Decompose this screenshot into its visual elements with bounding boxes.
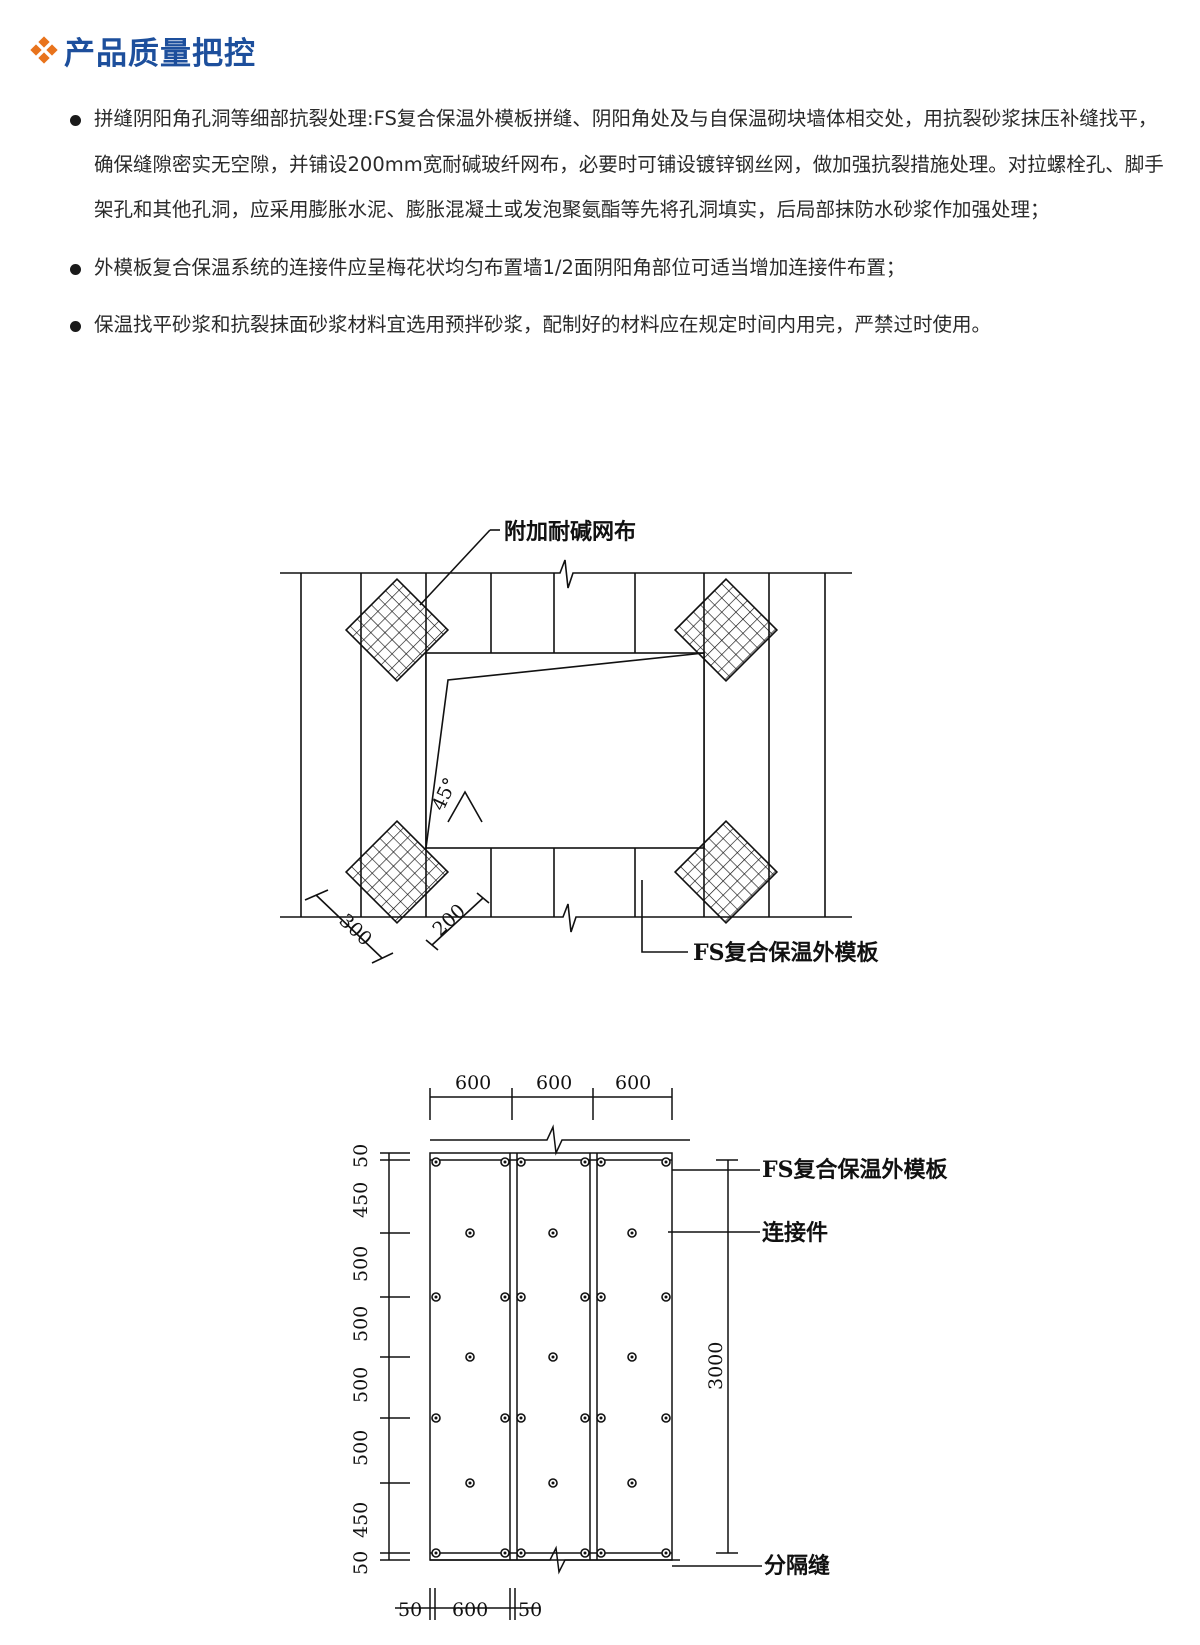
bullet-dot <box>70 115 81 126</box>
joint-label: 分隔缝 <box>764 1553 830 1579</box>
left-dim-5: 500 <box>350 1367 372 1403</box>
connector-dot-center <box>503 1551 507 1555</box>
bottom-dim-1: 50 <box>398 1599 422 1621</box>
top-dim-1: 600 <box>455 1072 491 1094</box>
connector-dot-center <box>519 1551 523 1555</box>
mesh-patch-top-right <box>673 577 779 683</box>
connector-dot-center <box>583 1416 587 1420</box>
left-dim-7: 450 <box>350 1502 372 1538</box>
bullet-list: 拼缝阴阳角孔洞等细部抗裂处理:FS复合保温外模板拼缝、阴阳角处及与自保温砌块墙体… <box>66 96 1166 360</box>
board-label: FS复合保温外模板 <box>693 940 880 966</box>
left-dim-4: 500 <box>350 1306 372 1342</box>
connector-dot-center <box>434 1295 438 1299</box>
connector-dot-center <box>468 1481 472 1485</box>
connector-dot-center <box>599 1551 603 1555</box>
bullet-text: 保温找平砂浆和抗裂抹面砂浆材料宜选用预拌砂浆，配制好的材料应在规定时间内用完，严… <box>94 313 992 336</box>
mesh-patch-top-left <box>344 577 450 683</box>
bullet-text: 外模板复合保温系统的连接件应呈梅花状均匀布置墙1/2面阴阳角部位可适当增加连接件… <box>94 255 906 279</box>
connector-dot-center <box>583 1551 587 1555</box>
connector-dot-center <box>551 1481 555 1485</box>
connector-dot-center <box>434 1551 438 1555</box>
mesh-patch-bottom-right <box>673 819 779 925</box>
left-dim-6: 500 <box>350 1430 372 1466</box>
page-title: 产品质量把控 <box>64 35 256 72</box>
top-dim-2: 600 <box>536 1072 572 1094</box>
mesh-label: 附加耐碱网布 <box>504 519 636 545</box>
connector-dot-center <box>468 1355 472 1359</box>
page-header: 产品质量把控 <box>30 28 256 72</box>
bottom-dim-3: 50 <box>518 1599 542 1621</box>
left-dim-8: 50 <box>350 1551 372 1575</box>
connector-dots <box>431 1157 671 1558</box>
connector-dot-center <box>630 1481 634 1485</box>
connector-dot-center <box>599 1160 603 1164</box>
connector-dot-center <box>503 1295 507 1299</box>
left-dim-3: 500 <box>350 1246 372 1282</box>
connector-dot-center <box>664 1295 668 1299</box>
mesh-patch-bottom-left <box>344 819 450 925</box>
connector-dot-center <box>664 1160 668 1164</box>
connector-dot-center <box>551 1355 555 1359</box>
bottom-dim-2: 600 <box>452 1599 488 1621</box>
bullet-item: 拼缝阴阳角孔洞等细部抗裂处理:FS复合保温外模板拼缝、阴阳角处及与自保温砌块墙体… <box>66 96 1166 233</box>
bullet-item: 保温找平砂浆和抗裂抹面砂浆材料宜选用预拌砂浆，配制好的材料应在规定时间内用完，严… <box>66 302 1166 348</box>
diamond-cluster-icon <box>30 36 58 64</box>
connector-dot-center <box>583 1295 587 1299</box>
connector-dot-center <box>434 1416 438 1420</box>
connector-label: 连接件 <box>762 1220 828 1246</box>
connector-dot-center <box>503 1160 507 1164</box>
connector-dot-center <box>551 1231 555 1235</box>
connector-dot-center <box>599 1295 603 1299</box>
connector-dot-center <box>519 1295 523 1299</box>
left-dim-2: 450 <box>350 1182 372 1218</box>
top-dim-3: 600 <box>615 1072 651 1094</box>
bullet-dot <box>70 321 81 332</box>
connector-dot-center <box>664 1416 668 1420</box>
right-dim: 3000 <box>705 1342 727 1390</box>
board-label-2: FS复合保温外模板 <box>762 1157 949 1183</box>
connector-dot-center <box>468 1231 472 1235</box>
connector-dot-center <box>630 1355 634 1359</box>
connector-dot-center <box>664 1551 668 1555</box>
connector-dot-center <box>630 1231 634 1235</box>
bullet-dot <box>70 263 81 275</box>
bullet-text: 拼缝阴阳角孔洞等细部抗裂处理:FS复合保温外模板拼缝、阴阳角处及与自保温砌块墙体… <box>94 107 1164 221</box>
connector-dot-center <box>434 1160 438 1164</box>
connector-dot-center <box>599 1416 603 1420</box>
connector-dot-center <box>519 1416 523 1420</box>
left-dim-1: 50 <box>350 1144 372 1168</box>
bullet-item: 外模板复合保温系统的连接件应呈梅花状均匀布置墙1/2面阴阳角部位可适当增加连接件… <box>66 245 1166 291</box>
connector-dot-center <box>583 1160 587 1164</box>
connector-dot-center <box>519 1160 523 1164</box>
connector-dot-center <box>503 1416 507 1420</box>
